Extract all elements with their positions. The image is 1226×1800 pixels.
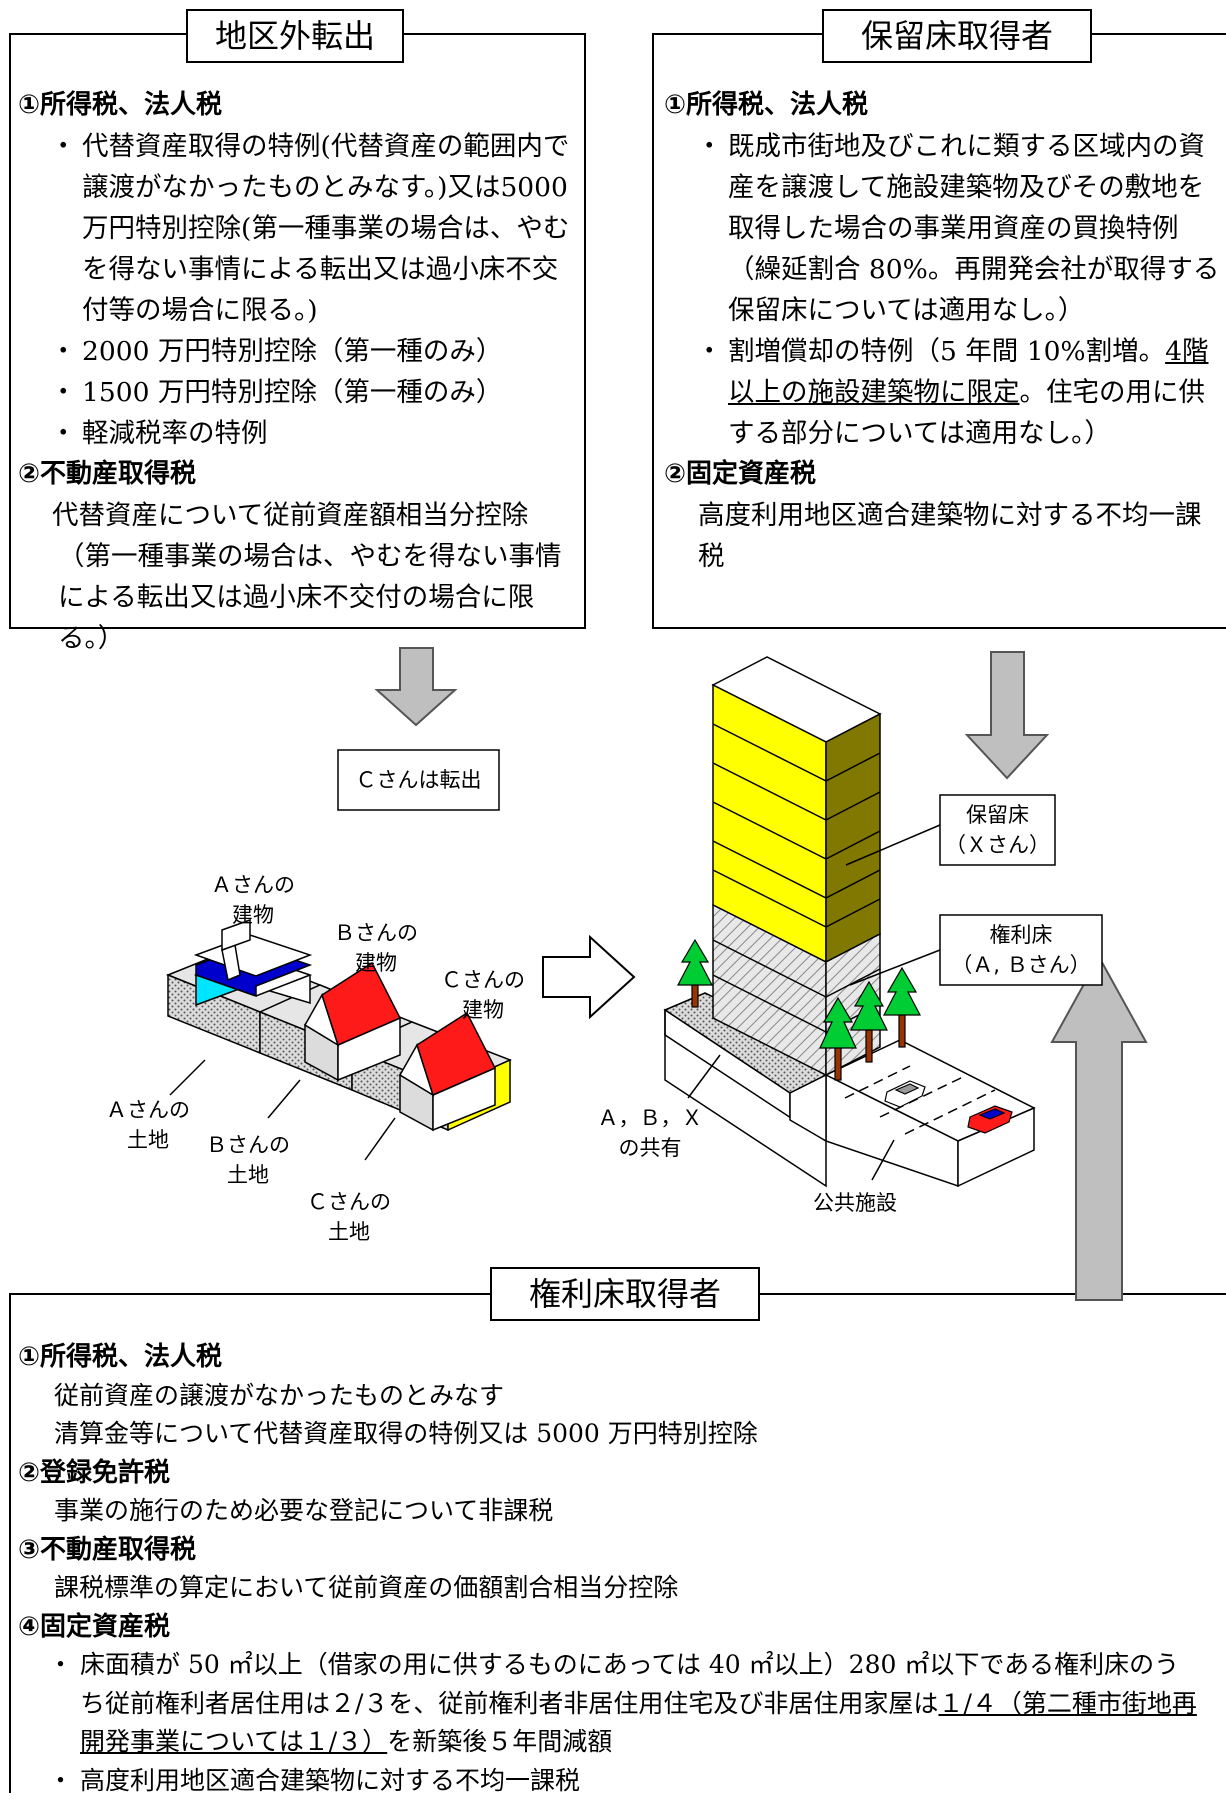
- c-land-label: Ｃさんの 土地: [289, 1187, 409, 1247]
- a-building: [196, 920, 310, 1005]
- c-moves-out-label: Ｃさんは転出: [338, 765, 499, 795]
- tower: [713, 657, 880, 1075]
- hollow-arrow-right: [543, 937, 634, 1017]
- a-building-label: Ａさんの 建物: [193, 870, 313, 930]
- down-arrow-right: [967, 652, 1047, 778]
- shared-label: Ａ，Ｂ，Ｘ の共有: [580, 1103, 720, 1163]
- tree-icon: [884, 968, 920, 1047]
- b-land-label: Ｂさんの 土地: [188, 1130, 308, 1190]
- c-building-label: Ｃさんの 建物: [423, 965, 543, 1025]
- up-arrow-right: [1052, 957, 1146, 1300]
- reserved-floor-label: 保留床 （Ｘさん）: [940, 800, 1055, 860]
- public-facility-label: 公共施設: [790, 1188, 920, 1218]
- b-building-label: Ｂさんの 建物: [316, 918, 436, 978]
- rights-floor-label: 権利床 （Ａ, Ｂさん）: [940, 920, 1102, 980]
- down-arrow-left: [377, 648, 455, 725]
